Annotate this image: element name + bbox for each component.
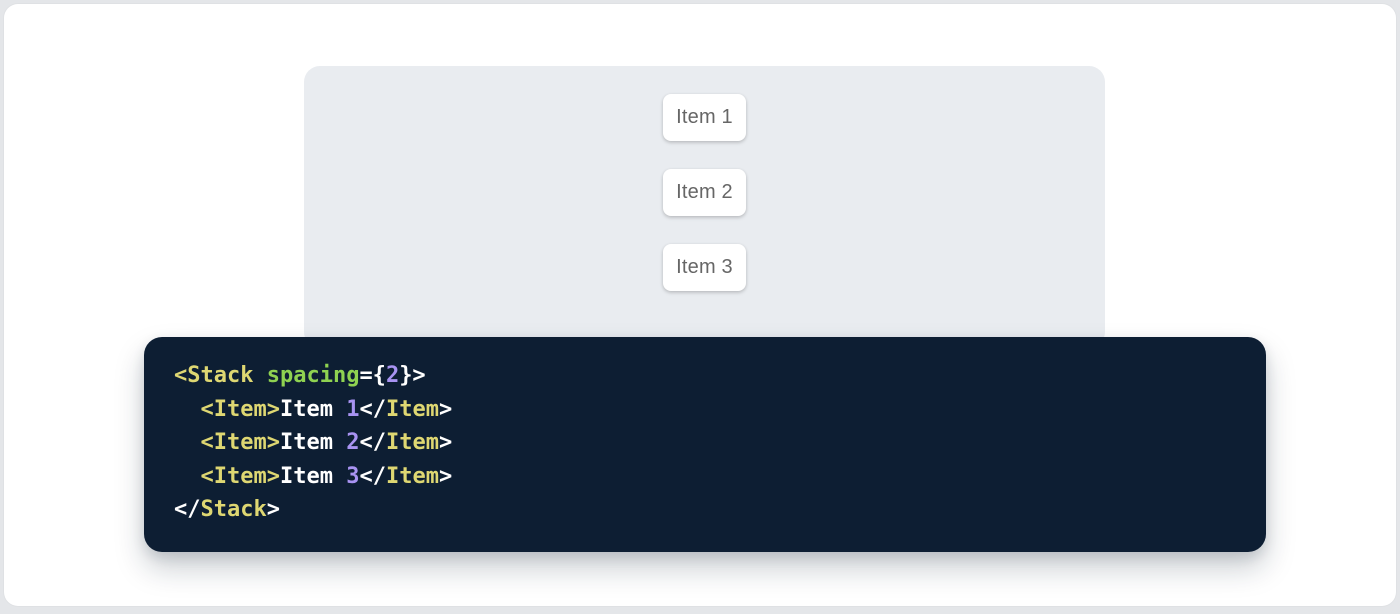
code-token-attr: spacing [266,363,360,388]
code-token-plain: Item [279,463,347,489]
code-token-plain [174,430,201,455]
page-surface: Item 1 Item 2 Item 3 <Stack spacing={2}>… [4,4,1396,606]
code-token-plain [174,464,201,489]
code-token-plain: </ [359,430,386,455]
code-token-tag: <Item> [200,396,280,422]
stack-demo-panel: Item 1 Item 2 Item 3 [304,66,1105,348]
code-token-plain: </ [359,463,386,489]
code-token-plain: > [266,497,280,522]
code-token-tag: Item [385,430,439,455]
code-token-plain: Item [279,396,347,422]
code-token-plain: </ [359,396,386,422]
code-token-plain: > [438,396,453,422]
stack-item-1: Item 1 [663,94,746,141]
code-token-plain: </ [174,497,201,522]
code-token-tag: Item [385,463,439,489]
code-line: <Item>Item 3</Item> [174,460,1236,494]
code-token-tag: Item [385,396,439,422]
code-token-num: 3 [346,463,360,489]
code-line: <Stack spacing={2}> [174,359,1236,393]
code-block: <Stack spacing={2}> <Item>Item 1</Item> … [144,337,1266,552]
code-token-num: 1 [346,396,360,422]
stack-item-2: Item 2 [663,169,746,216]
code-token-tag: <Stack [174,363,267,388]
code-token-tag: <Item> [200,430,280,455]
stack-container: Item 1 Item 2 Item 3 [304,66,1105,291]
code-line: <Item>Item 1</Item> [174,393,1236,427]
code-token-plain: > [438,430,453,455]
code-token-plain: Item [279,430,347,455]
code-line: </Stack> [174,493,1236,527]
code-token-num: 2 [385,363,400,388]
code-token-plain: > [438,463,453,489]
code-token-tag: <Item> [200,463,280,489]
code-line: <Item>Item 2</Item> [174,426,1236,460]
code-token-plain [174,397,201,422]
code-token-num: 2 [346,430,360,455]
code-token-plain: ={ [359,363,386,388]
code-lines: <Stack spacing={2}> <Item>Item 1</Item> … [174,359,1236,527]
code-token-tag: Stack [200,497,267,522]
stack-item-3: Item 3 [663,244,746,291]
code-token-plain: }> [399,363,426,388]
